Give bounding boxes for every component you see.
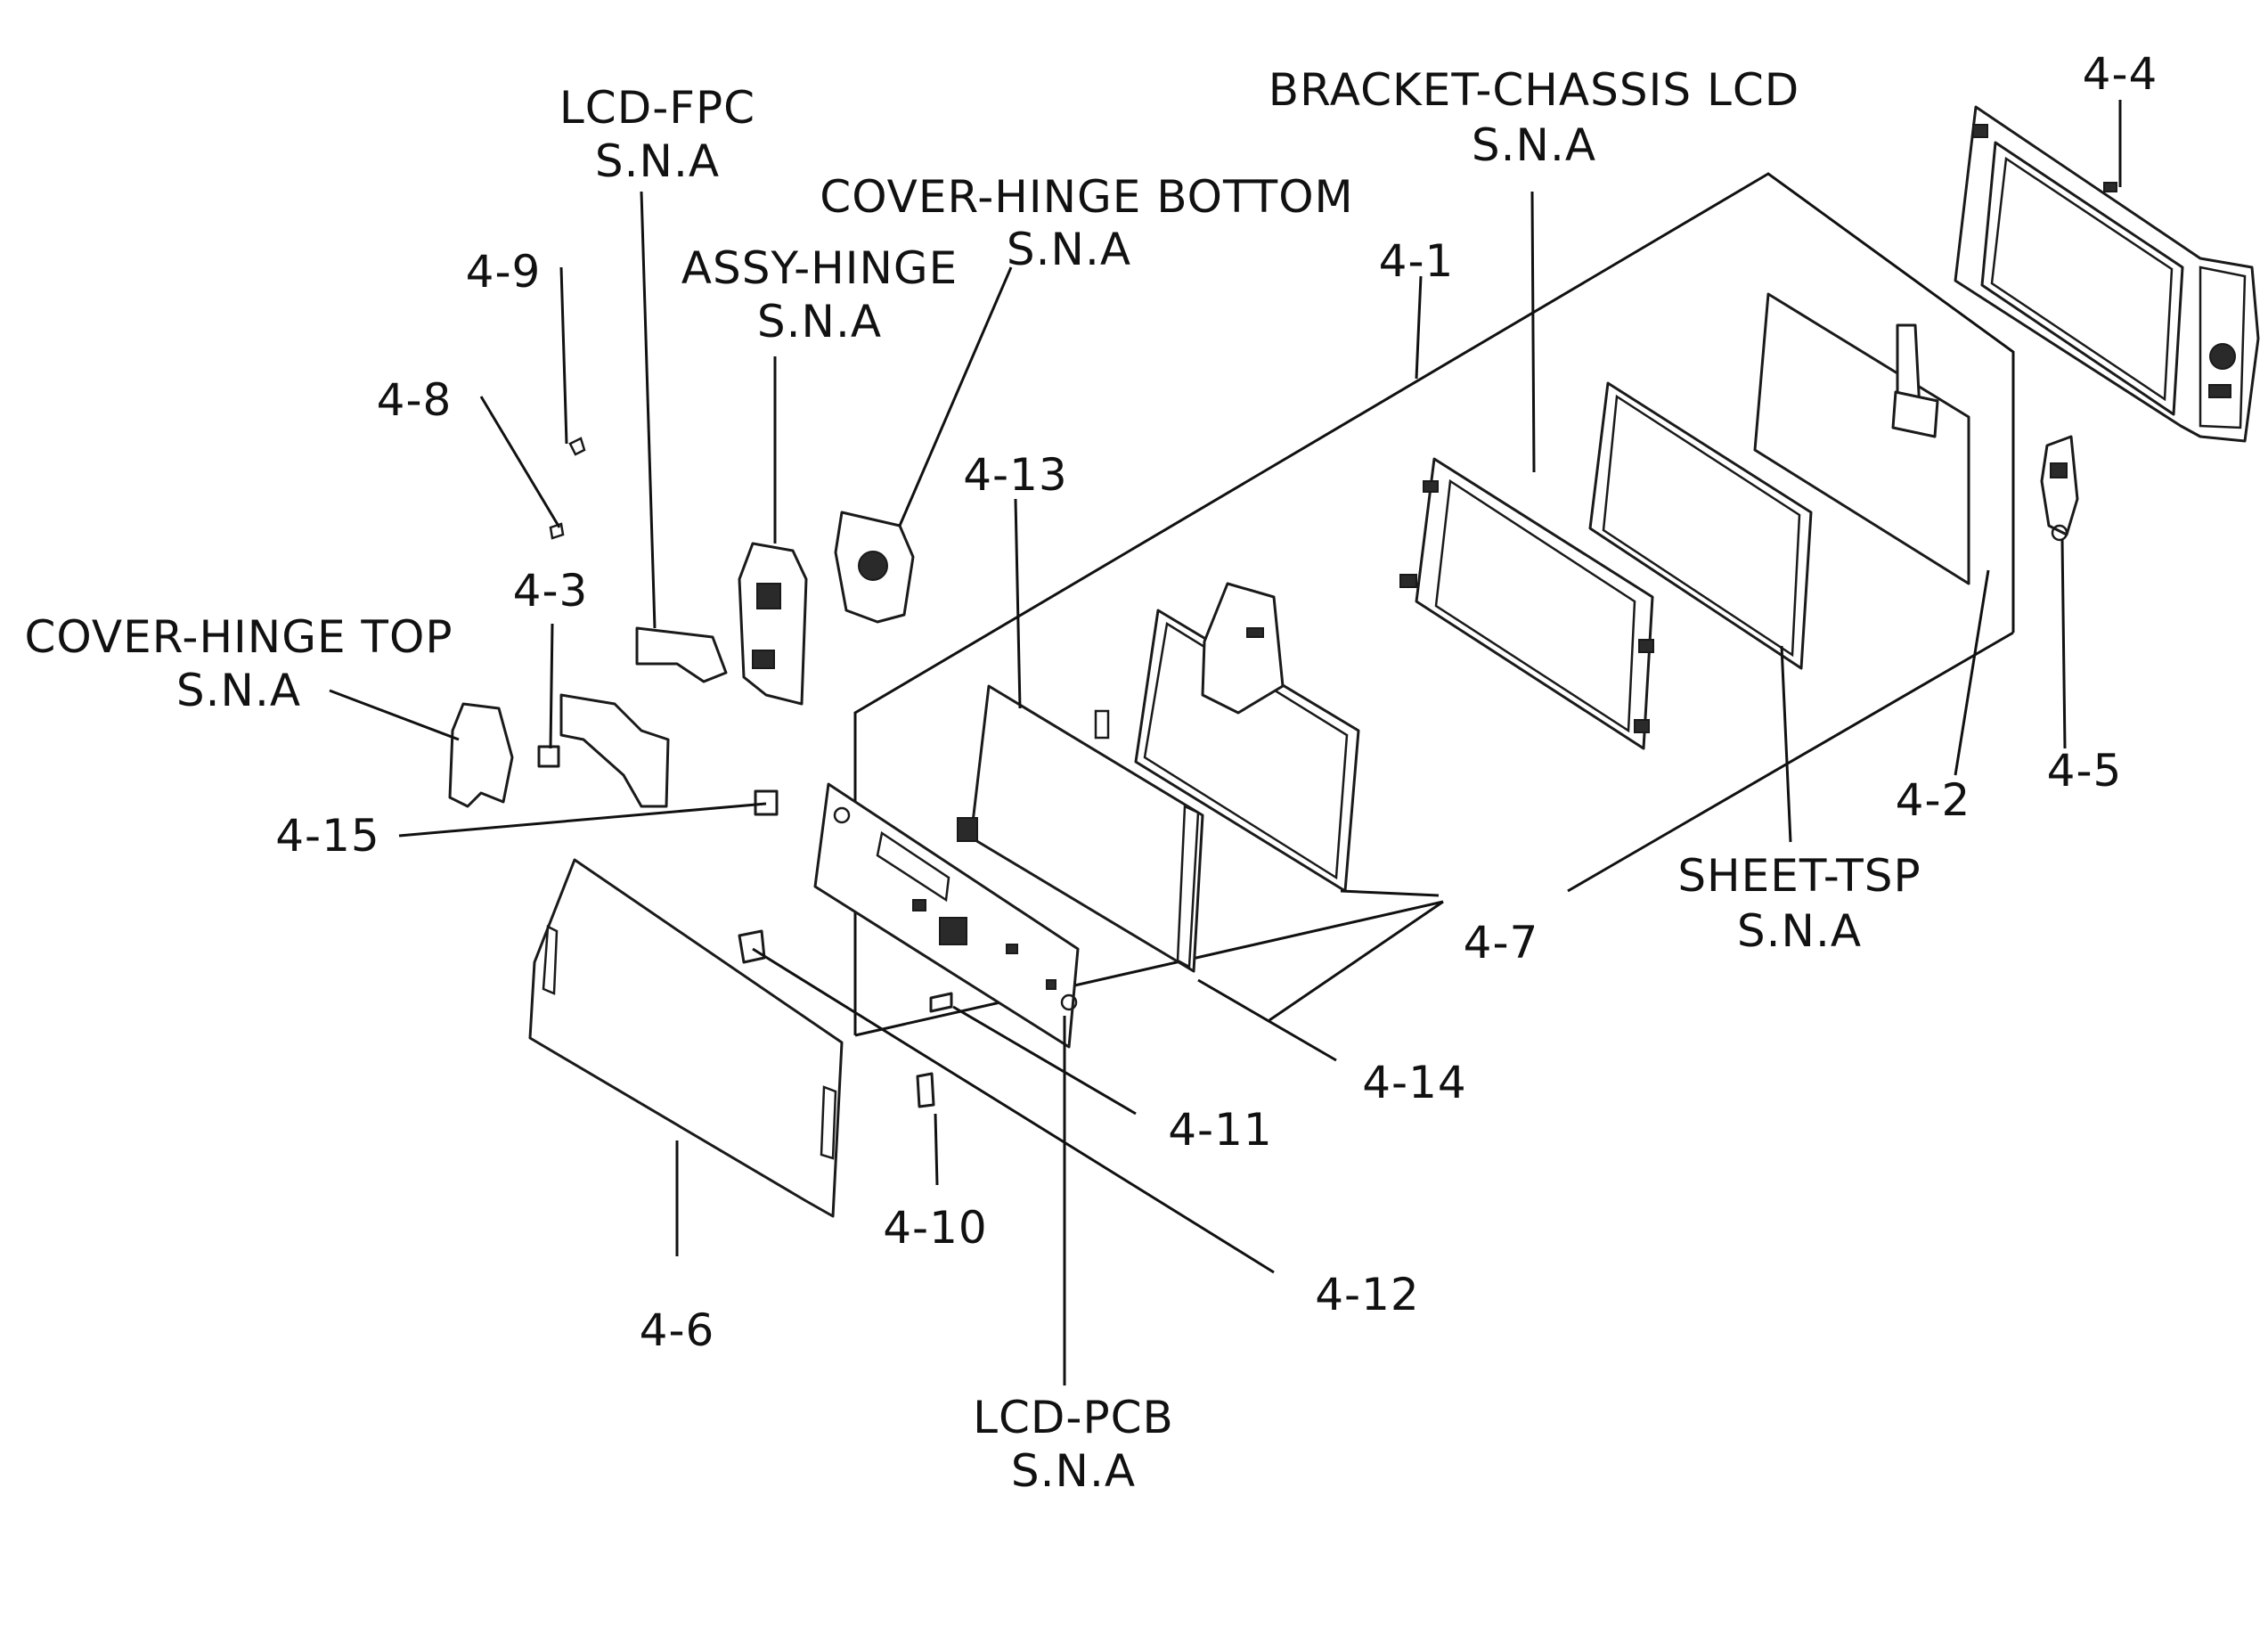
bracket-chassis-lcd [1399,457,1654,750]
label-bracket-chassis-sna: S.N.A [1472,119,1596,171]
label-4-4: 4-4 [2083,48,2158,100]
label-sheet-tsp-sna: S.N.A [1737,905,1862,957]
label-4-9: 4-9 [466,246,542,298]
cover-hinge-top [448,702,514,808]
label-4-11: 4-11 [1168,1104,1272,1156]
label-cover-hinge-top-sna: S.N.A [176,665,301,716]
part-4-4-front-case [1954,105,2260,443]
label-4-8: 4-8 [377,374,453,426]
part-4-2-touch-panel [1753,292,1970,585]
label-assy-hinge-sna: S.N.A [757,296,882,347]
part-4-8-screw [549,522,565,540]
part-4-3-washer [537,745,560,768]
labels: LCD-FPC S.N.A BRACKET-CHASSIS LCD S.N.A … [25,48,2158,1497]
label-bracket-chassis-lcd: BRACKET-CHASSIS LCD [1269,64,1799,116]
part-4-11-screw [929,992,953,1013]
cover-hinge-bottom [834,511,915,624]
label-4-3: 4-3 [513,565,589,617]
label-lcd-pcb-sna: S.N.A [1011,1445,1136,1497]
label-lcd-pcb: LCD-PCB [973,1392,1174,1443]
part-4-6-rear-cover [528,858,844,1218]
label-4-10: 4-10 [883,1202,987,1254]
lcd-pcb-board [813,782,1080,1049]
label-4-13: 4-13 [963,449,1067,501]
label-4-12: 4-12 [1315,1269,1419,1320]
label-4-15: 4-15 [275,810,379,862]
part-4-5-bracket [2040,435,2079,542]
label-4-5: 4-5 [2047,745,2123,797]
leader-lines [329,100,2122,1386]
label-4-2: 4-2 [1896,774,1971,826]
lcd-fpc-flex [559,626,728,808]
part-4-9-screw [568,437,586,456]
label-cover-hinge-bottom-sna: S.N.A [1007,224,1131,275]
label-sheet-tsp: SHEET-TSP [1677,850,1921,902]
sheet-tsp-panel [1588,381,1813,670]
label-cover-hinge-bottom: COVER-HINGE BOTTOM [820,171,1353,223]
assy-hinge [738,542,808,706]
part-4-13-backlight [957,684,1204,973]
label-lcd-fpc: LCD-FPC [559,82,755,134]
label-assy-hinge: ASSY-HINGE [681,242,958,294]
label-4-7: 4-7 [1464,917,1539,969]
label-4-6: 4-6 [640,1304,715,1356]
label-lcd-fpc-sna: S.N.A [595,135,720,187]
part-4-12-clip [738,929,766,964]
label-cover-hinge-top: COVER-HINGE TOP [25,611,453,663]
label-4-14: 4-14 [1362,1057,1466,1108]
label-4-1: 4-1 [1379,235,1455,287]
part-4-15-screw [754,789,779,816]
part-4-10-screw [916,1072,935,1108]
